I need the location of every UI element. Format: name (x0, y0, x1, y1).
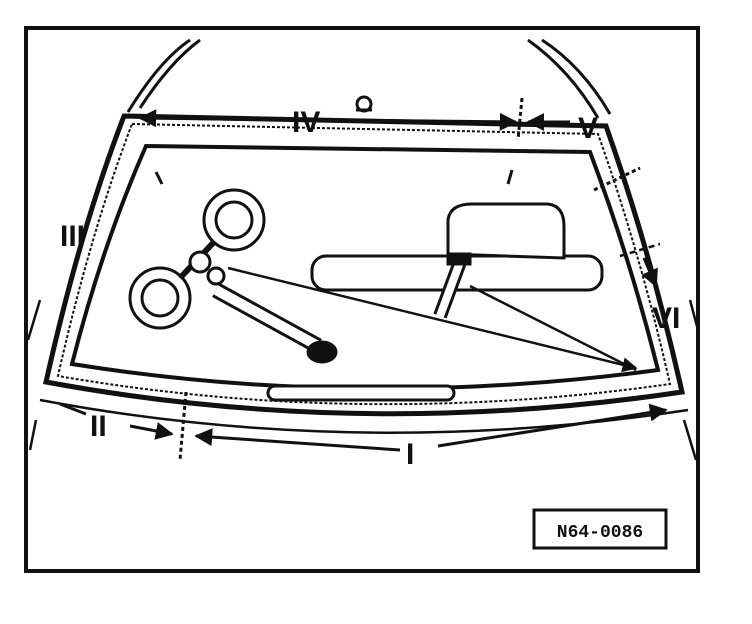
suction-cup-lifter-tool (128, 188, 338, 364)
segment-label-v: V (578, 112, 598, 145)
segment-label-vi: VI (652, 302, 680, 335)
dashboard-vent (266, 384, 456, 402)
wire-cutting-tool (433, 252, 472, 319)
segment-label-iv: IV (292, 106, 320, 139)
segment-arrows (59, 97, 668, 461)
reference-number: N64-0086 (557, 523, 643, 543)
diagram-frame (24, 26, 700, 573)
roof-lines (126, 38, 612, 119)
segment-label-ii: II (90, 410, 107, 443)
reference-number-box (532, 508, 668, 550)
segment-label-i: I (406, 438, 414, 471)
cutting-wire (227, 242, 661, 373)
cowl-lines (26, 299, 700, 461)
segment-label-iii: III (60, 220, 85, 253)
